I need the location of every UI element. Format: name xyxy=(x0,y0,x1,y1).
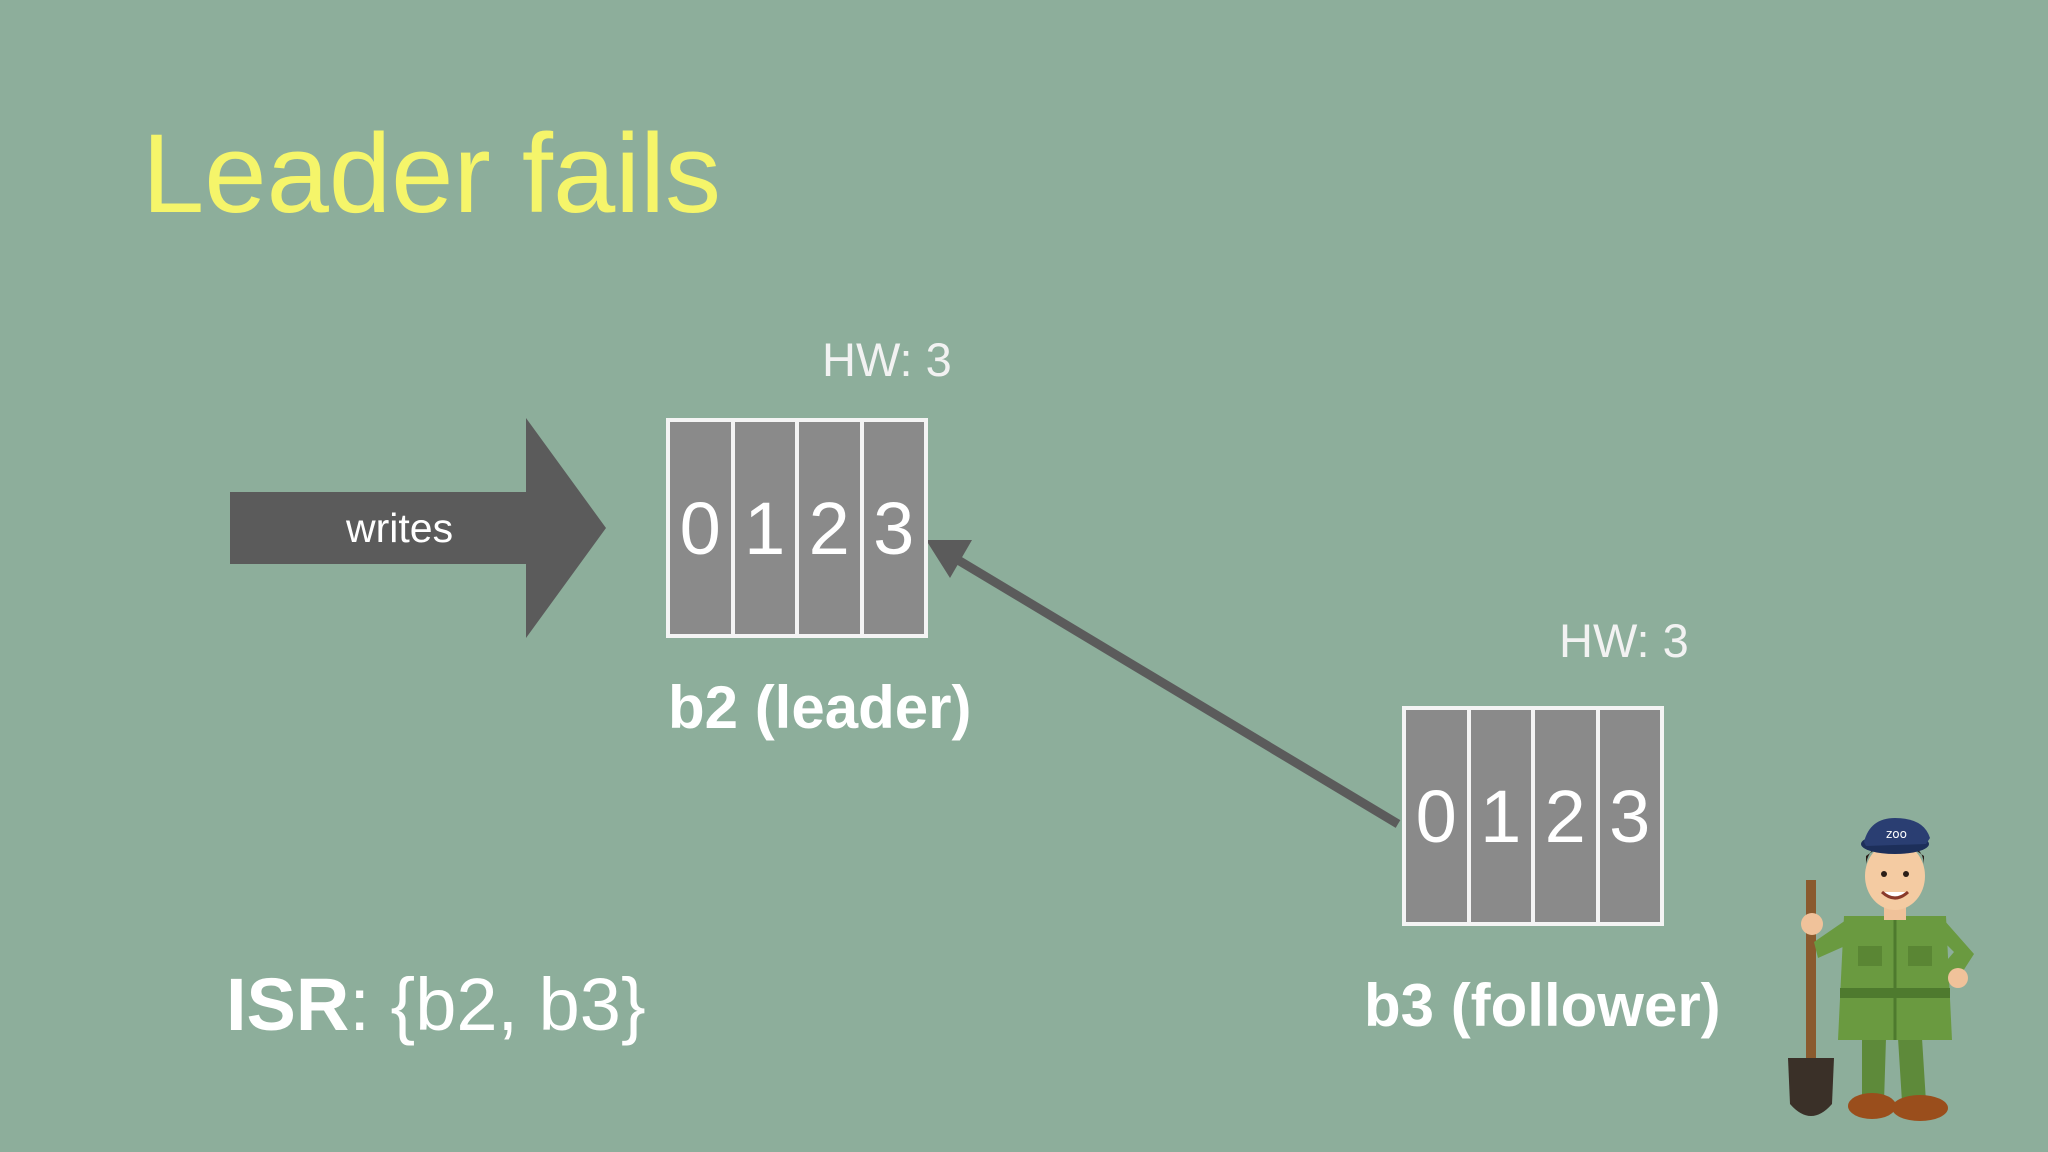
broker-label-b3: b3 (follower) xyxy=(1364,972,1721,1039)
writes-arrow-icon xyxy=(230,418,606,638)
isr-separator: : xyxy=(349,963,391,1046)
log-offset-cell: 2 xyxy=(795,422,860,634)
log-offset-cell: 2 xyxy=(1531,710,1596,922)
hw-label-b3: HW: 3 xyxy=(1559,614,1689,667)
isr-value: {b2, b3} xyxy=(390,963,646,1046)
broker-label-b2: b2 (leader) xyxy=(668,674,972,741)
log-b2: 0 1 2 3 xyxy=(666,418,928,638)
isr-label: ISR: {b2, b3} xyxy=(226,968,646,1042)
slide-title: Leader fails xyxy=(142,111,722,236)
zookeeper-mascot-icon: zoo xyxy=(1788,818,1974,1121)
log-offset-cell: 3 xyxy=(1595,710,1660,922)
hw-label-b2: HW: 3 xyxy=(822,333,952,386)
log-offset-cell: 0 xyxy=(670,422,731,634)
svg-text:zoo: zoo xyxy=(1886,827,1907,841)
log-b3: 0 1 2 3 xyxy=(1402,706,1664,926)
log-offset-cell: 0 xyxy=(1406,710,1467,922)
log-offset-cell: 3 xyxy=(859,422,924,634)
log-offset-cell: 1 xyxy=(1466,710,1531,922)
isr-key: ISR xyxy=(226,963,350,1046)
writes-label: writes xyxy=(346,505,454,551)
log-offset-cell: 1 xyxy=(730,422,795,634)
